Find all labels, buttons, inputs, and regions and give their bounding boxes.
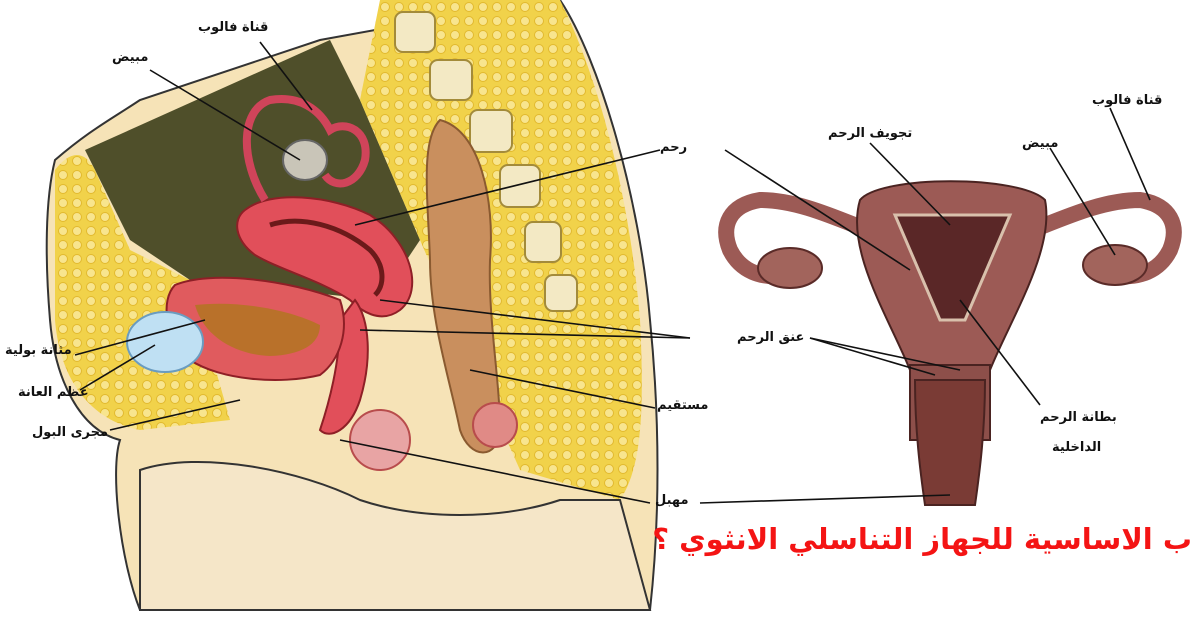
line-vagina-frontal — [700, 495, 950, 503]
line-tube-fr — [1110, 108, 1150, 200]
label-ovary-sagittal: مبيض — [112, 50, 148, 65]
perineum — [350, 410, 410, 470]
label-endometrium-1: بطانة الرحم — [1040, 410, 1117, 425]
label-fallopian-tube-frontal: قناة فالوب — [1092, 93, 1162, 108]
sagittal-section — [47, 0, 658, 610]
label-vagina: مهبل — [655, 493, 689, 508]
label-cervix: عنق الرحم — [737, 330, 804, 345]
ovary-sagittal — [283, 140, 327, 180]
label-fallopian-tube-sagittal: قناة فالوب — [198, 20, 268, 35]
vagina-frontal — [915, 380, 985, 505]
question-title: ب الاساسية للجهاز التناسلي الانثوي ؟ — [652, 522, 1192, 556]
rectum-end — [473, 403, 517, 447]
left-ovary-frontal — [758, 248, 822, 288]
label-endometrium-2: الداخلية — [1052, 440, 1101, 455]
right-ovary-frontal — [1083, 245, 1147, 285]
pubic-bone-shape — [127, 312, 203, 372]
label-urethra: مجرى البول — [32, 425, 108, 440]
label-uterine-cavity: تجويف الرحم — [828, 126, 912, 141]
label-rectum: مستقيم — [657, 398, 708, 413]
label-ovary-frontal: مبيض — [1022, 136, 1058, 151]
label-bladder: مثانة بولية — [5, 343, 72, 358]
label-pubic-bone: عظم العانة — [18, 385, 89, 400]
label-uterus-sagittal: رحم — [660, 140, 687, 155]
